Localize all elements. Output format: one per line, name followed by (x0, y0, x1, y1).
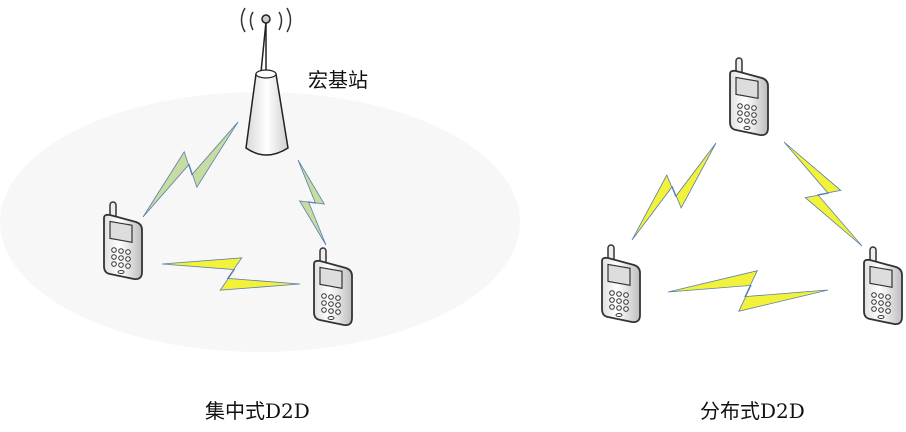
centralized-d2d-label: 集中式D2D (205, 399, 310, 423)
lightning-icon (297, 159, 327, 246)
phone-icon (601, 244, 641, 324)
base-station-label: 宏基站 (308, 68, 368, 92)
lightning-icon (631, 142, 717, 241)
lightning-icon (142, 121, 239, 218)
lightning-icon (161, 257, 301, 291)
phone-icon (863, 246, 903, 326)
base-station-icon (240, 7, 292, 156)
coverage-area (0, 92, 520, 352)
lightning-icon (783, 141, 863, 247)
lightning-icon (667, 270, 829, 312)
phone-icon (729, 57, 769, 137)
distributed-d2d-label: 分布式D2D (700, 399, 805, 423)
